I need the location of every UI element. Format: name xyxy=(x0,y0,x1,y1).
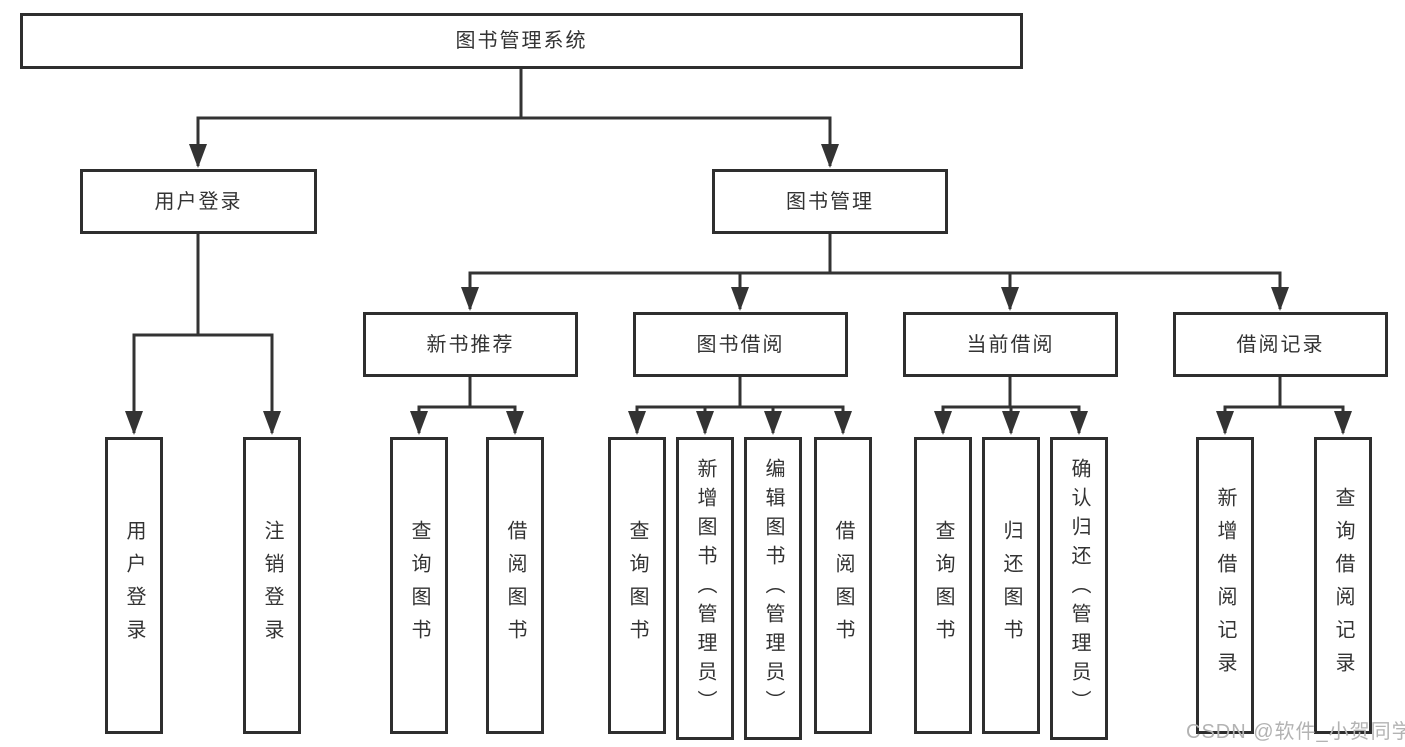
leaf-add-borrow-record: 新增借阅记录 xyxy=(1196,437,1254,734)
node-book-management: 图书管理 xyxy=(712,169,948,234)
node-library-management-system: 图书管理系统 xyxy=(20,13,1023,69)
node-user-login: 用户登录 xyxy=(80,169,317,234)
leaf-label: 确认归还（管理员） xyxy=(1068,458,1090,719)
node-book-borrowing: 图书借阅 xyxy=(633,312,848,377)
node-label: 图书借阅 xyxy=(696,333,785,356)
leaf-edit-book-admin: 编辑图书（管理员） xyxy=(744,437,802,740)
leaf-label: 借阅图书 xyxy=(832,519,854,652)
leaf-borrow-books-recommend: 借阅图书 xyxy=(486,437,544,734)
leaf-label: 新增借阅记录 xyxy=(1214,486,1236,685)
leaf-confirm-return-admin: 确认归还（管理员） xyxy=(1050,437,1108,740)
leaf-query-books-borrowing: 查询图书 xyxy=(608,437,666,734)
node-current-borrowing: 当前借阅 xyxy=(903,312,1118,377)
leaf-label: 查询借阅记录 xyxy=(1332,486,1354,685)
leaf-label: 归还图书 xyxy=(1000,519,1022,652)
node-label: 图书管理 xyxy=(786,190,874,213)
node-label: 借阅记录 xyxy=(1236,333,1325,356)
leaf-borrow-books-borrowing: 借阅图书 xyxy=(814,437,872,734)
leaf-query-books-current: 查询图书 xyxy=(914,437,972,734)
leaf-user-login: 用户登录 xyxy=(105,437,163,734)
leaf-label: 编辑图书（管理员） xyxy=(762,458,784,719)
leaf-label: 用户登录 xyxy=(123,519,145,652)
leaf-query-borrow-record: 查询借阅记录 xyxy=(1314,437,1372,734)
leaf-label: 借阅图书 xyxy=(504,519,526,652)
node-label: 用户登录 xyxy=(154,190,243,213)
watermark: CSDN @软件_小贺同学 xyxy=(1186,721,1405,743)
leaf-label: 查询图书 xyxy=(932,519,954,652)
leaf-label: 注销登录 xyxy=(261,519,283,652)
leaf-query-books-recommend: 查询图书 xyxy=(390,437,448,734)
leaf-return-books: 归还图书 xyxy=(982,437,1040,734)
node-label: 当前借阅 xyxy=(966,333,1055,356)
node-new-book-recommend: 新书推荐 xyxy=(363,312,578,377)
leaf-label: 查询图书 xyxy=(408,519,430,652)
node-label: 新书推荐 xyxy=(426,333,515,356)
node-label: 图书管理系统 xyxy=(455,30,588,52)
leaf-add-book-admin: 新增图书（管理员） xyxy=(676,437,734,740)
leaf-label: 查询图书 xyxy=(626,519,648,652)
node-borrowing-records: 借阅记录 xyxy=(1173,312,1388,377)
leaf-label: 新增图书（管理员） xyxy=(694,458,716,719)
leaf-logout: 注销登录 xyxy=(243,437,301,734)
